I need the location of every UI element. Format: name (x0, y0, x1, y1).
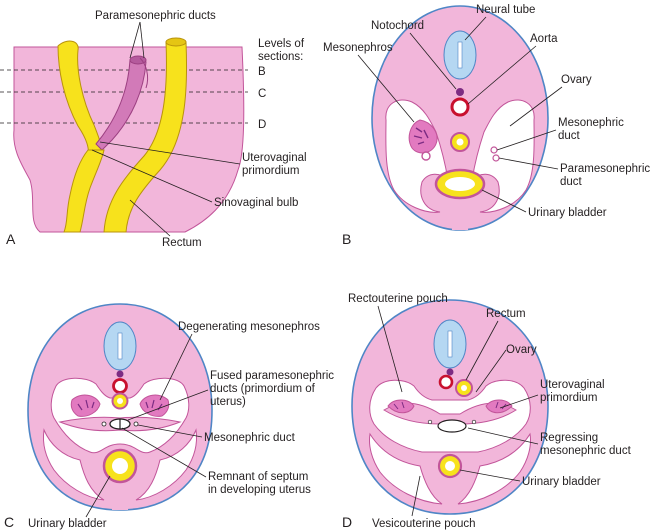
label-remnant-line1: Remnant of septum (208, 471, 308, 483)
label-levels-line1: Levels of (258, 38, 305, 50)
panel-b-aorta (450, 97, 470, 117)
panel-c-aorta (112, 378, 128, 394)
label-paramesonephric-line1: Paramesonephric (560, 163, 650, 175)
label-level-c: C (258, 88, 266, 100)
label-uterovaginal-line1: Uterovaginal (242, 152, 307, 164)
label-fused-line1: Fused paramesonephric (210, 370, 334, 382)
label-uterovaginal-d-line1: Uterovaginal (540, 379, 605, 391)
label-paramesonephric-ducts: Paramesonephric ducts (95, 10, 216, 22)
label-remnant-line2: in developing uterus (208, 484, 311, 496)
label-sinovaginal-bulb: Sinovaginal bulb (214, 197, 298, 209)
label-level-d: D (258, 119, 266, 131)
panel-a-mesonephric-duct (103, 41, 188, 233)
label-notochord: Notochord (371, 20, 424, 32)
panel-d-notochord (446, 368, 454, 376)
panel-d-cross-section: Rectouterine pouch Rectum Ovary Uterovag… (342, 293, 632, 530)
label-urinary-bladder-c: Urinary bladder (28, 518, 107, 530)
label-levels-line2: sections: (258, 51, 303, 63)
panel-a-longitudinal-view: Paramesonephric ducts Levels of sections… (0, 10, 307, 249)
label-neural-tube: Neural tube (476, 4, 535, 16)
label-rectouterine-pouch: Rectouterine pouch (348, 293, 448, 305)
panel-c-right-mesonephros (139, 394, 170, 417)
label-paramesonephric-line2: duct (560, 176, 583, 188)
panel-a-uterovaginal (63, 149, 105, 233)
label-rectum-a: Rectum (162, 237, 202, 249)
panel-b-bladder-stalk (452, 200, 468, 230)
label-mesonephric-line2: duct (558, 130, 581, 142)
label-urinary-bladder-b: Urinary bladder (528, 207, 607, 219)
label-degenerating-mesonephros: Degenerating mesonephros (178, 321, 320, 333)
label-uterovaginal-line2: primordium (242, 165, 300, 177)
label-mesonephric-line1: Mesonephric (558, 117, 624, 129)
label-mesonephric-duct-c: Mesonephric duct (204, 432, 296, 444)
panel-letter-c: C (4, 514, 14, 530)
panel-letter-a: A (6, 231, 16, 247)
label-ovary-b: Ovary (561, 74, 592, 86)
panel-d-aorta (438, 374, 454, 390)
label-rectum-d: Rectum (486, 308, 526, 320)
panel-c-left-mesonephros (70, 394, 101, 417)
label-uterovaginal-d-line2: primordium (540, 392, 598, 404)
panel-c-notochord (116, 370, 124, 378)
label-level-b: B (258, 66, 266, 78)
label-regressing-line1: Regressing (540, 432, 598, 444)
label-ovary-d: Ovary (506, 344, 537, 356)
label-vesicouterine-pouch: Vesicouterine pouch (372, 518, 476, 530)
panel-b-cross-section: Notochord Neural tube Mesonephros Aorta … (323, 4, 650, 247)
panel-d-broad-ligament (383, 402, 517, 425)
panel-b-notochord (456, 88, 464, 96)
label-mesonephros-b: Mesonephros (323, 42, 393, 54)
label-fused-line2: ducts (primordium of (210, 383, 316, 395)
label-aorta: Aorta (530, 33, 558, 45)
panel-letter-b: B (342, 231, 351, 247)
panel-c-cross-section: Degenerating mesonephros Fused parameson… (4, 303, 334, 530)
panel-d-uterovaginal (437, 419, 467, 433)
label-regressing-line2: mesonephric duct (540, 445, 632, 457)
panel-b-left-duct (421, 151, 431, 161)
panel-letter-d: D (342, 514, 352, 530)
label-urinary-bladder-d: Urinary bladder (522, 476, 601, 488)
label-fused-line3: uterus) (210, 396, 246, 408)
